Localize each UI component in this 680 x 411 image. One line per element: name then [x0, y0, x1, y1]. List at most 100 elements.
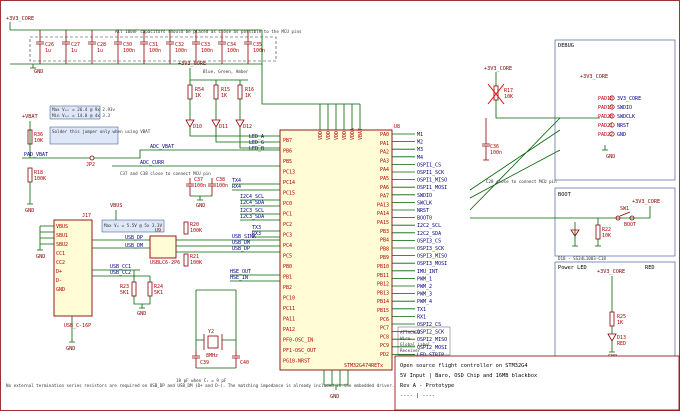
led-section: +3V3_CORE Blue, Green, Amber R54 1K R15 … [178, 61, 280, 152]
mcu-left-pin: PB1 [283, 275, 292, 281]
net-right-label: M3 [417, 147, 423, 153]
net-rx3: RX3 [252, 231, 261, 237]
mcu-right-pin: PB9 [380, 255, 389, 261]
mcu-right-pin: PA6 [380, 185, 389, 191]
debug-pad-label: 3V3_CORE [617, 96, 641, 102]
net-right-label: M2 [417, 140, 423, 146]
usb-section: VBUS Max Vₑ = 5.5V @ 5x 3.3V J17 USB_C-1… [6, 203, 394, 388]
caps-note: C37 and C38 close to connect MCU pin [120, 171, 211, 176]
powerled-frame [554, 261, 676, 361]
mcu-left-pin: PA12 [283, 327, 295, 333]
cap-c39: C39 [192, 350, 209, 368]
mcu-right-pin: PC8 [380, 334, 389, 340]
mcu-right-pin: PC7 [380, 326, 389, 332]
net-adc-vbat: ADC_VBAT [150, 144, 174, 150]
gnd-debug: GND [606, 154, 615, 160]
d13-ref: D13 [617, 335, 626, 341]
net-right-label: OSPI2_CS [417, 322, 441, 328]
power-vbat: +VBAT [22, 114, 38, 120]
power-powerled: +3V3_CORE [597, 269, 625, 275]
mcu-right-pin: PB13 [377, 290, 389, 296]
cap-val: 100n [149, 48, 161, 54]
mcu-left-pin: PC14 [283, 180, 295, 186]
net-right-label: OSPI3_MOSI [417, 261, 447, 267]
usb-bottom-note: No external termination series resistors… [6, 383, 394, 388]
mcu-right-pin: PD2 [380, 352, 389, 358]
boot-box: BOOT +3V3_CORE SW1 BOOT R22 10K D18 - SS… [470, 187, 676, 261]
mcu-right-pin: PB10 [377, 264, 389, 270]
usb-pin: SBU1 [56, 233, 68, 239]
net-right-label: PWM_1 [417, 276, 432, 282]
mcu-left-pin: PB6 [283, 149, 292, 155]
net-led-a: LED_A [249, 134, 264, 140]
r16-ref: R16 [245, 87, 254, 93]
net-tx3: TX3 [252, 225, 261, 231]
usb-body [53, 219, 93, 317]
cap-ref: C28 [97, 42, 106, 48]
mcu-left-pin: PB2 [283, 285, 292, 291]
caps-c37-c38: C37 100n C38 100n GND [186, 177, 228, 209]
resistor-r25: R25 1K [609, 311, 626, 327]
usb-pin: D- [56, 278, 62, 284]
c37-val: 100n [194, 183, 206, 189]
net-right-label: OSPI3_CS [417, 238, 441, 244]
net-right-label: PWM_4 [417, 299, 432, 305]
resistor-r18: R18 100K [27, 167, 46, 183]
legend-item-1: Wire [400, 336, 411, 341]
gnd-top: GND [34, 69, 43, 75]
net-usb-dm: USB_DM [125, 243, 143, 249]
resistor-r16: R16 1K [237, 84, 254, 100]
mcu-right-pin: PA5 [380, 176, 389, 182]
mcu-left-pin: PC13 [283, 170, 295, 176]
mcu-right-pin: PC9 [380, 343, 389, 349]
power-top-left: +3V3_CORE [6, 16, 34, 22]
mcu-right-pin: PA15 [377, 220, 389, 226]
cap-val: 100n [253, 48, 265, 54]
reset-section: +3V3_CORE R17 10K C36 100n C28 close to … [482, 66, 560, 184]
resistor-r23: R23 5K1 [120, 281, 137, 297]
net-usb-dp-mcu: USB_DP [232, 246, 250, 252]
c36-val: 100n [490, 150, 502, 156]
mcu-top-pin: VDD [318, 131, 324, 140]
r20-val: 100K [190, 228, 202, 234]
led-d13: D13 RED [607, 333, 626, 347]
led-d10: D10 [185, 119, 202, 130]
net-right-label: TX1 [417, 307, 426, 313]
mcu-right-pin: PB4 [380, 238, 389, 244]
crystal-y2: Y2 8MHz [203, 329, 223, 359]
usb-pin: D+ [56, 269, 62, 275]
r22-ref: R22 [602, 227, 611, 233]
c38-ref: C38 [216, 177, 225, 183]
usb-pin: CC1 [56, 251, 65, 257]
d13-val: RED [617, 341, 626, 347]
net-usb-dp: USB_DP [125, 235, 143, 241]
net-i2c4-sda: I2C4_SDA [240, 200, 264, 206]
gnd-cc: GND [137, 311, 146, 317]
net-right-label: OSPI2_MOSI [417, 345, 447, 351]
switch-sw1[interactable]: SW1 BOOT [615, 206, 636, 228]
r21-ref: R21 [190, 254, 199, 260]
title-line2: 5V Input | Baro, OSD Chip and 16MB black… [400, 373, 537, 379]
mcu-left-pin: PC1 [283, 212, 292, 218]
d10-ref: D10 [193, 124, 202, 130]
mcu-top-pin: VBAT [358, 128, 364, 140]
net-right-label: PWM_3 [417, 292, 432, 298]
net-right-label: NRST [417, 208, 429, 214]
usb-note-box [101, 219, 165, 233]
net-led-g: LED_G [249, 140, 264, 146]
mcu-left-pin: PF1-OSC_OUT [283, 348, 316, 354]
net-i2c4-scl: I2C4_SCL [240, 194, 264, 200]
cap-ref: C27 [71, 42, 80, 48]
legend: ATTACHED Wire Global Label Receiver [397, 326, 451, 356]
net-right-label: OSPI3_MISO [417, 254, 447, 260]
title-line4: ---- | ---- [400, 393, 435, 399]
r24-ref: R24 [154, 284, 163, 290]
r23-val: 5K1 [120, 290, 129, 296]
